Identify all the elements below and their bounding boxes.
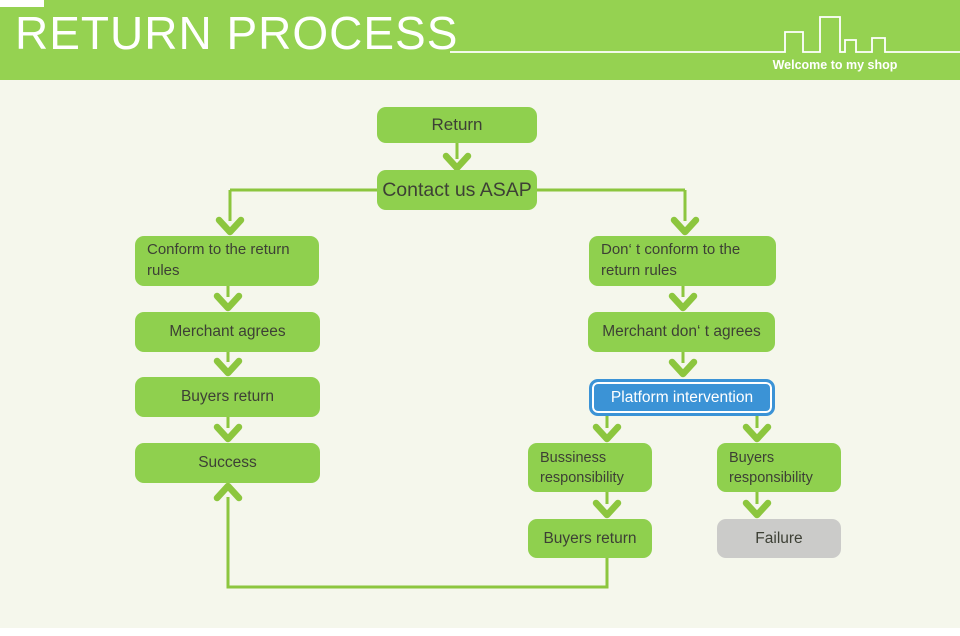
node-label: Contact us ASAP bbox=[382, 178, 532, 201]
arrowhead-down-icon bbox=[670, 216, 700, 236]
arrowhead-down-icon bbox=[742, 499, 772, 519]
flow-node-buyers-return-right: Buyers return bbox=[528, 519, 652, 558]
flowchart-canvas: Return Contact us ASAP Conform to the re… bbox=[0, 80, 960, 628]
node-label: Return bbox=[431, 115, 483, 135]
node-label: Merchant agrees bbox=[169, 323, 286, 341]
node-label: Merchant don‘ t agrees bbox=[602, 323, 761, 341]
arrowhead-down-icon bbox=[668, 358, 698, 378]
header-corner-notch bbox=[0, 0, 44, 7]
arrowhead-down-icon bbox=[213, 423, 243, 443]
node-label: Bussiness responsibility bbox=[540, 449, 624, 486]
node-label: Don‘ t conform to the return rules bbox=[601, 241, 741, 279]
flow-node-contact-us-asap: Contact us ASAP bbox=[377, 170, 537, 210]
arrowhead-down-icon bbox=[213, 292, 243, 312]
flow-node-business-responsibility: Bussiness responsibility bbox=[528, 443, 652, 492]
page-title: RETURN PROCESS bbox=[15, 7, 459, 59]
flow-node-success: Success bbox=[135, 443, 320, 483]
node-label: Buyers responsibility bbox=[729, 449, 813, 486]
arrowhead-down-icon bbox=[213, 357, 243, 377]
flow-node-merchant-dont-agrees: Merchant don‘ t agrees bbox=[588, 312, 775, 352]
arrowhead-down-icon bbox=[742, 423, 772, 443]
flow-node-failure: Failure bbox=[717, 519, 841, 558]
header-tagline: Welcome to my shop bbox=[772, 58, 898, 72]
flow-node-platform-intervention: Platform intervention bbox=[589, 379, 775, 416]
flow-node-return: Return bbox=[377, 107, 537, 143]
flow-node-buyers-responsibility: Buyers responsibility bbox=[717, 443, 841, 492]
arrowhead-down-icon bbox=[668, 292, 698, 312]
node-label: Buyers return bbox=[180, 388, 275, 406]
node-label: Failure bbox=[755, 529, 803, 547]
arrowhead-down-icon bbox=[442, 152, 472, 172]
node-label: Buyers return bbox=[543, 529, 637, 547]
flow-node-conform-rules: Conform to the return rules bbox=[135, 236, 319, 286]
flow-node-merchant-agrees: Merchant agrees bbox=[135, 312, 320, 352]
flow-node-buyers-return-left: Buyers return bbox=[135, 377, 320, 417]
node-label: Success bbox=[198, 454, 257, 472]
header-banner: RETURN PROCESS Welcome to my shop bbox=[0, 0, 960, 80]
flow-node-dont-conform-rules: Don‘ t conform to the return rules bbox=[589, 236, 776, 286]
arrowhead-down-icon bbox=[592, 423, 622, 443]
arrowhead-down-icon bbox=[592, 499, 622, 519]
arrowhead-down-icon bbox=[215, 216, 245, 236]
node-label: Conform to the return rules bbox=[147, 241, 290, 279]
arrowhead-up-icon bbox=[213, 482, 243, 502]
node-label: Platform intervention bbox=[610, 388, 754, 406]
